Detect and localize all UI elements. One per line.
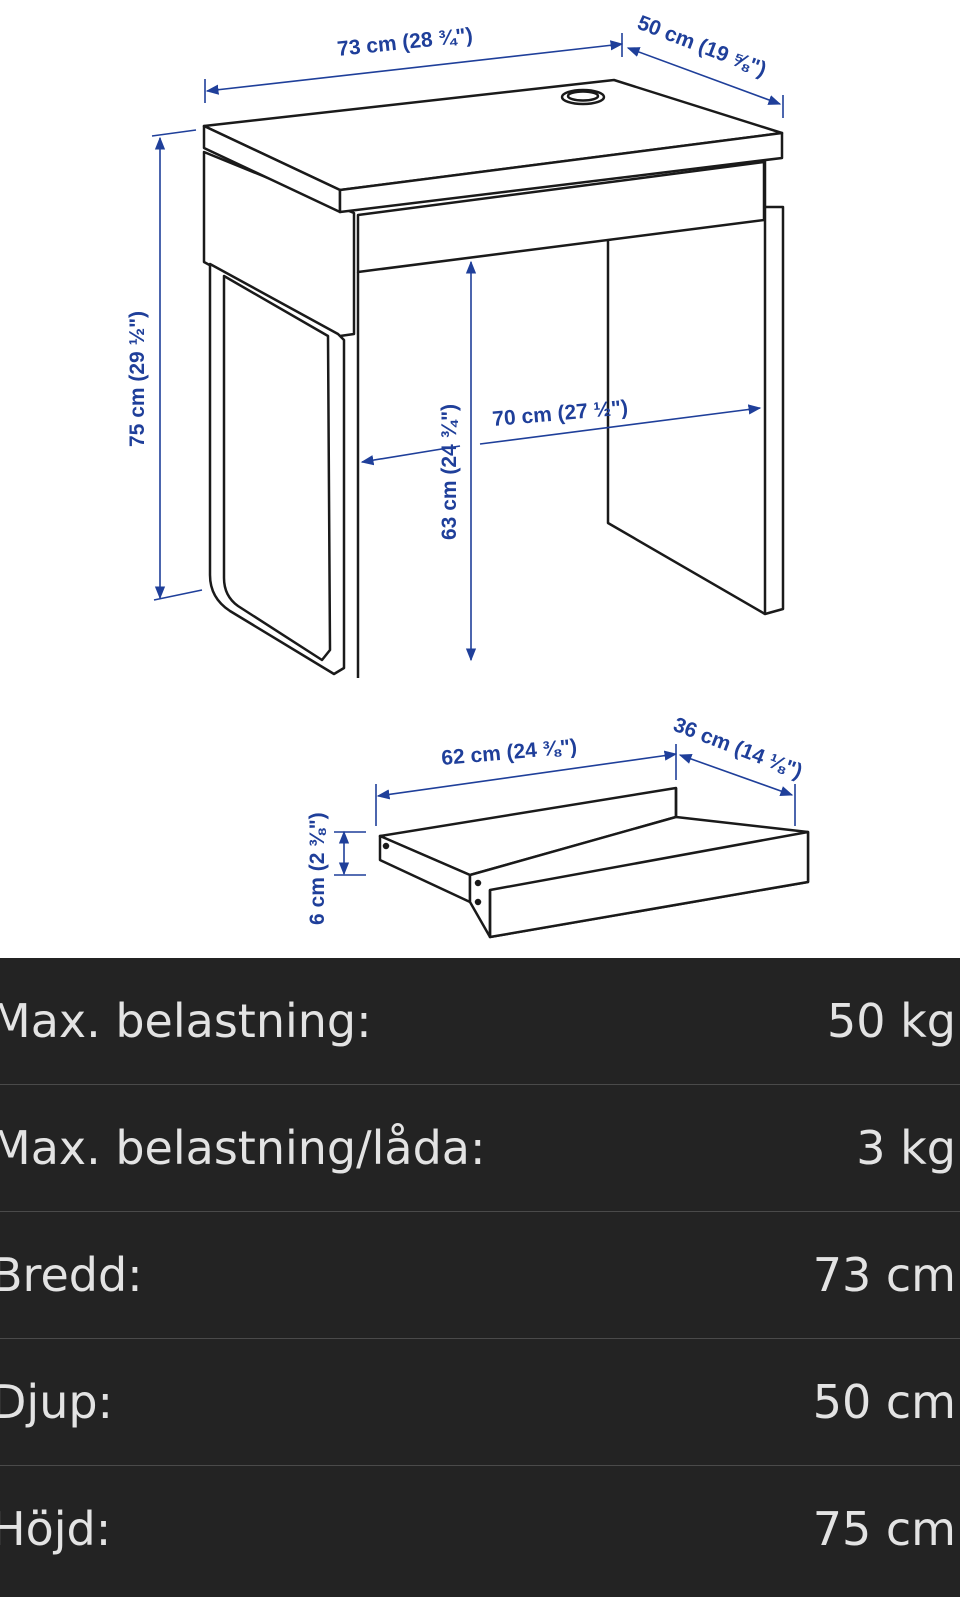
desk-height-label: 75 cm (29 ½") — [126, 311, 149, 447]
drawer-width-label: 62 cm (24 ⅜") — [440, 735, 578, 770]
product-dimension-diagram: 73 cm (28 ¾") 50 cm (19 ⅝") 75 cm (29 ½"… — [0, 0, 960, 958]
dimension-line-knee-width — [360, 445, 461, 466]
specifications-list: Max. belastning: 50 kg Max. belastning/l… — [0, 958, 960, 1597]
desk-drawing: 73 cm (28 ¾") 50 cm (19 ⅝") 75 cm (29 ½"… — [126, 11, 810, 939]
spec-row-width: Bredd: 73 cm — [0, 1212, 960, 1339]
desk-depth-label: 50 cm (19 ⅝") — [634, 11, 769, 81]
drawer-illustration — [378, 786, 810, 939]
spec-row-max-load-drawer: Max. belastning/låda: 3 kg — [0, 1085, 960, 1212]
spec-label: Djup: — [0, 1375, 114, 1429]
drawer-height-label: 6 cm (2 ⅜") — [306, 812, 329, 925]
spec-row-max-load: Max. belastning: 50 kg — [0, 958, 960, 1085]
knee-height-label: 63 cm (24 ¾") — [438, 404, 461, 540]
desk-width-label: 73 cm (28 ¾") — [336, 24, 474, 61]
dimension-line-depth — [626, 47, 782, 105]
spec-label: Max. belastning/låda: — [0, 1121, 486, 1175]
spec-value: 73 cm — [812, 1248, 956, 1302]
spec-label: Höjd: — [0, 1502, 112, 1556]
dimension-line-width — [205, 40, 624, 95]
spec-value: 50 cm — [812, 1375, 956, 1429]
dimension-line-drawer-depth — [678, 754, 794, 796]
spec-value: 50 kg — [827, 994, 956, 1048]
spec-value: 75 cm — [812, 1502, 956, 1556]
spec-row-height: Höjd: 75 cm — [0, 1466, 960, 1592]
spec-label: Max. belastning: — [0, 994, 372, 1048]
spec-row-depth: Djup: 50 cm — [0, 1339, 960, 1466]
drawer-depth-label: 36 cm (14 ⅛") — [670, 713, 805, 783]
dimension-line-drawer-width — [376, 750, 678, 800]
desk-illustration — [202, 78, 785, 678]
spec-value: 3 kg — [856, 1121, 956, 1175]
spec-label: Bredd: — [0, 1248, 143, 1302]
